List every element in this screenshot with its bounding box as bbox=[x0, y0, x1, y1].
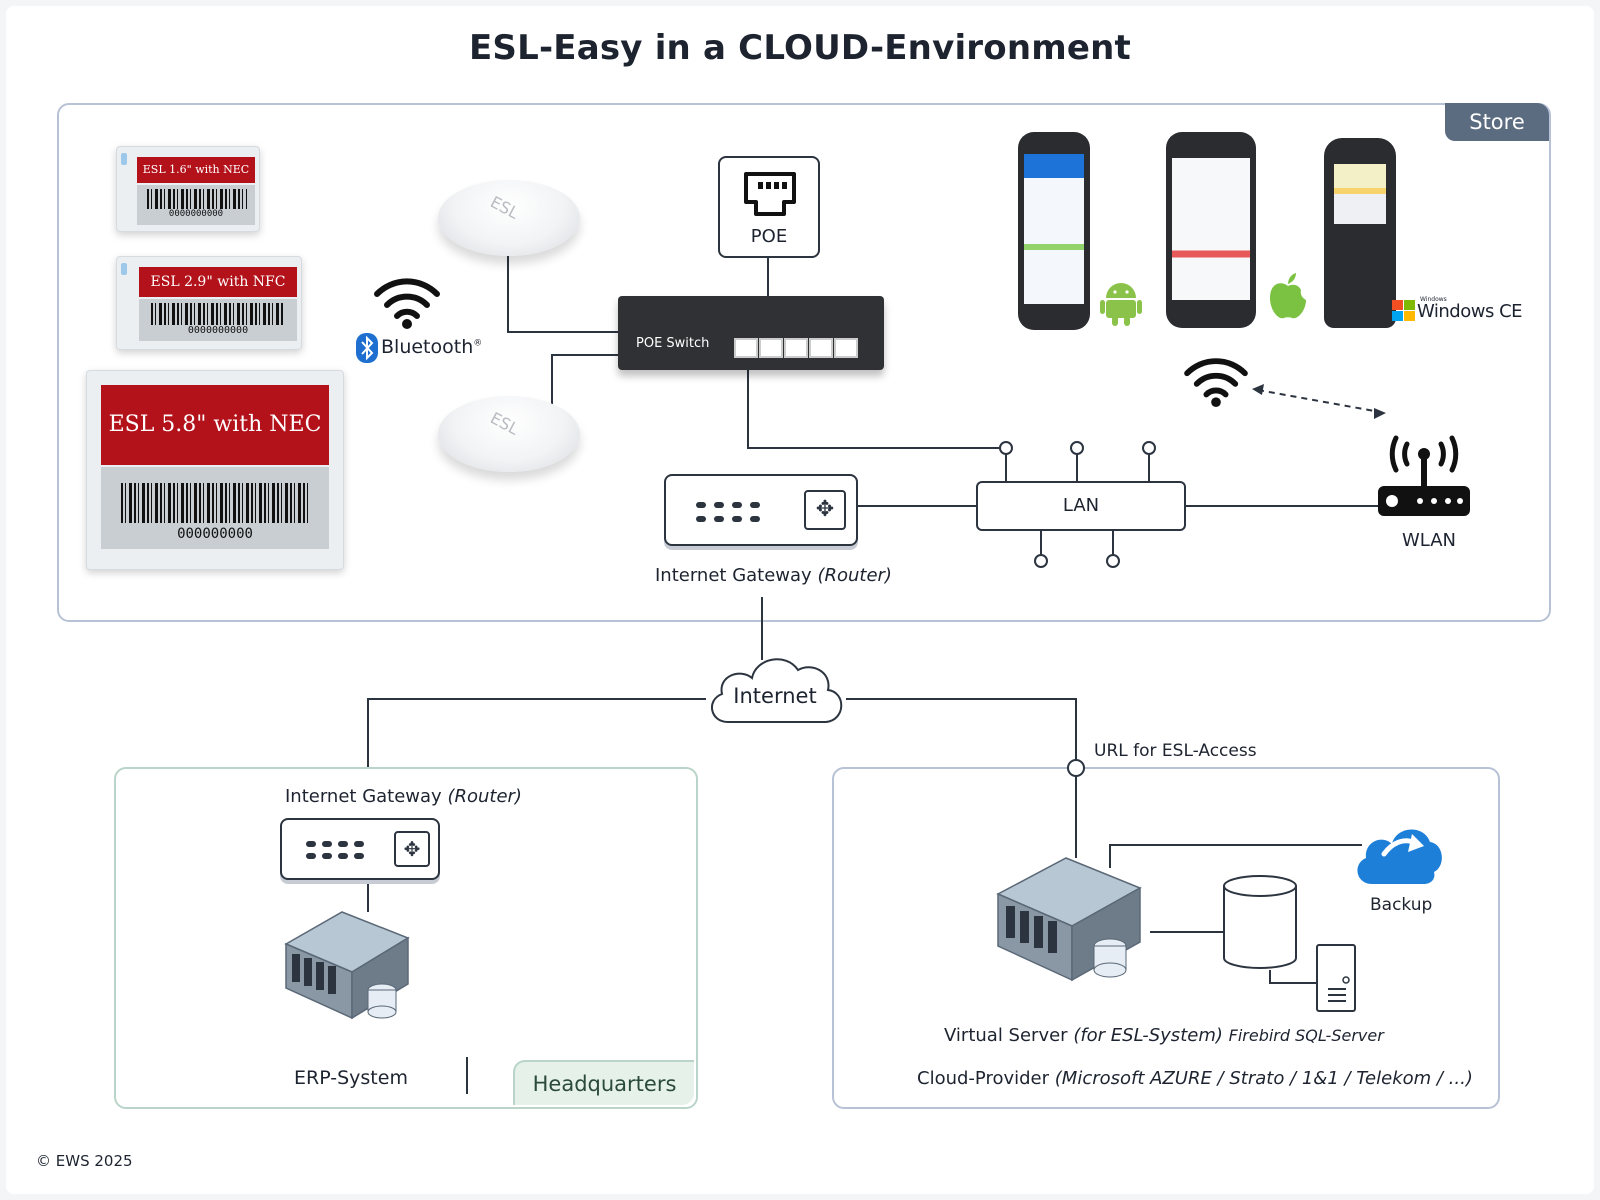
line-server-to-backup bbox=[1109, 844, 1362, 868]
hq-gateway-label: Internet Gateway (Router) bbox=[285, 786, 522, 807]
move-arrows-icon: ✥ bbox=[394, 831, 430, 867]
lan-nodes bbox=[999, 441, 1156, 777]
wifi-icon bbox=[374, 278, 440, 329]
virtual-server-icon bbox=[996, 857, 1142, 982]
database-cylinder-icon bbox=[1223, 875, 1297, 969]
line-ap1-to-switch bbox=[507, 256, 618, 333]
apple-icon bbox=[1270, 273, 1306, 319]
switch-port bbox=[759, 338, 783, 358]
line-switch-to-lan bbox=[747, 370, 1006, 449]
poe-switch: POE Switch bbox=[618, 296, 884, 370]
copyright: © EWS 2025 bbox=[36, 1152, 133, 1170]
lan-node bbox=[1142, 441, 1156, 455]
windows-ce-label: Windows CE bbox=[1417, 301, 1523, 322]
internet-cloud-icon bbox=[711, 658, 843, 723]
barcode bbox=[121, 483, 309, 523]
wifi-dashed-link bbox=[1257, 389, 1381, 413]
esl-access-point: ESL bbox=[438, 396, 580, 472]
barcode-number: 000000000 bbox=[177, 526, 253, 542]
line-internet-to-hq bbox=[367, 698, 706, 767]
line-db-to-sql bbox=[1269, 970, 1316, 984]
android-icon bbox=[1100, 283, 1142, 326]
nfc-indicator bbox=[121, 263, 127, 275]
windows-ce-handheld bbox=[1324, 138, 1396, 328]
store-gateway-label: Internet Gateway (Router) bbox=[655, 565, 892, 586]
android-handheld bbox=[1018, 132, 1090, 330]
wifi-icon bbox=[1184, 358, 1248, 408]
barcode-number: 0000000000 bbox=[168, 209, 224, 219]
store-tab: Store bbox=[1445, 103, 1549, 141]
wlan-router-icon bbox=[1378, 435, 1470, 516]
poe-switch-label: POE Switch bbox=[636, 336, 710, 351]
move-arrows-icon: ✥ bbox=[804, 490, 846, 530]
switch-port bbox=[834, 338, 858, 358]
ethernet-port-icon bbox=[744, 172, 796, 216]
internet-label: Internet bbox=[733, 684, 817, 708]
lan-node bbox=[1106, 554, 1120, 568]
bluetooth-icon bbox=[356, 333, 378, 363]
barcode bbox=[147, 189, 247, 209]
esl-tag-label: ESL 2.9" with NFC bbox=[139, 267, 297, 297]
lan-node bbox=[1034, 554, 1048, 568]
wlan-label: WLAN bbox=[1402, 530, 1457, 551]
esl-access-point: ESL bbox=[438, 180, 580, 256]
store-internet-gateway: ✥ bbox=[664, 474, 858, 546]
poe-injector: POE bbox=[718, 156, 820, 258]
page-title: ESL-Easy in a CLOUD-Environment bbox=[469, 28, 1131, 68]
nfc-indicator bbox=[121, 153, 127, 165]
backup-label: Backup bbox=[1370, 895, 1433, 915]
cloud-provider-container bbox=[832, 767, 1500, 1109]
switch-port bbox=[784, 338, 808, 358]
virtual-server-label: Virtual Server (for ESL-System) Firebird… bbox=[944, 1025, 1384, 1046]
cloud-provider-label: Cloud-Provider (Microsoft AZURE / Strato… bbox=[917, 1068, 1473, 1089]
esl-tag-label: ESL 1.6" with NEC bbox=[137, 157, 255, 183]
windows-ce-prefix: Windows bbox=[1420, 296, 1447, 303]
esl-tag-label: ESL 5.8" with NEC bbox=[101, 385, 329, 465]
device-screen bbox=[1024, 154, 1084, 304]
bluetooth-label: Bluetooth® bbox=[381, 336, 483, 358]
erp-system-label: ERP-System bbox=[294, 1067, 408, 1089]
poe-label: POE bbox=[750, 226, 788, 247]
lan-bus: LAN bbox=[976, 481, 1186, 531]
esl-tag-medium: ESL 2.9" with NFC 0000000000 bbox=[116, 256, 302, 350]
erp-server-icon bbox=[284, 911, 410, 1020]
switch-port bbox=[809, 338, 833, 358]
headquarters-tab: Headquarters bbox=[513, 1060, 694, 1105]
windows-logo-icon bbox=[1392, 300, 1415, 321]
lan-node bbox=[999, 441, 1013, 455]
esl-tag-small: ESL 1.6" with NEC 0000000000 bbox=[116, 146, 260, 232]
esl-tag-large: ESL 5.8" with NEC 000000000 bbox=[86, 370, 344, 570]
device-screen bbox=[1172, 158, 1250, 300]
backup-cloud-icon bbox=[1357, 829, 1442, 884]
url-access-node bbox=[1067, 759, 1085, 777]
line-internet-to-cloud bbox=[846, 698, 1077, 768]
switch-port bbox=[734, 338, 758, 358]
arrow-head-right bbox=[1374, 408, 1386, 419]
arrow-head-left bbox=[1252, 384, 1264, 395]
access-point-label: ESL bbox=[487, 408, 522, 439]
barcode-number: 0000000000 bbox=[187, 325, 249, 336]
iphone-handheld bbox=[1166, 132, 1256, 328]
barcode bbox=[151, 303, 285, 325]
url-access-label: URL for ESL-Access bbox=[1094, 741, 1257, 761]
device-screen bbox=[1334, 164, 1386, 224]
access-point-label: ESL bbox=[487, 192, 522, 223]
hq-internet-gateway: ✥ bbox=[280, 818, 440, 880]
lan-node bbox=[1070, 441, 1084, 455]
sql-server-tower-icon bbox=[1316, 944, 1356, 1012]
